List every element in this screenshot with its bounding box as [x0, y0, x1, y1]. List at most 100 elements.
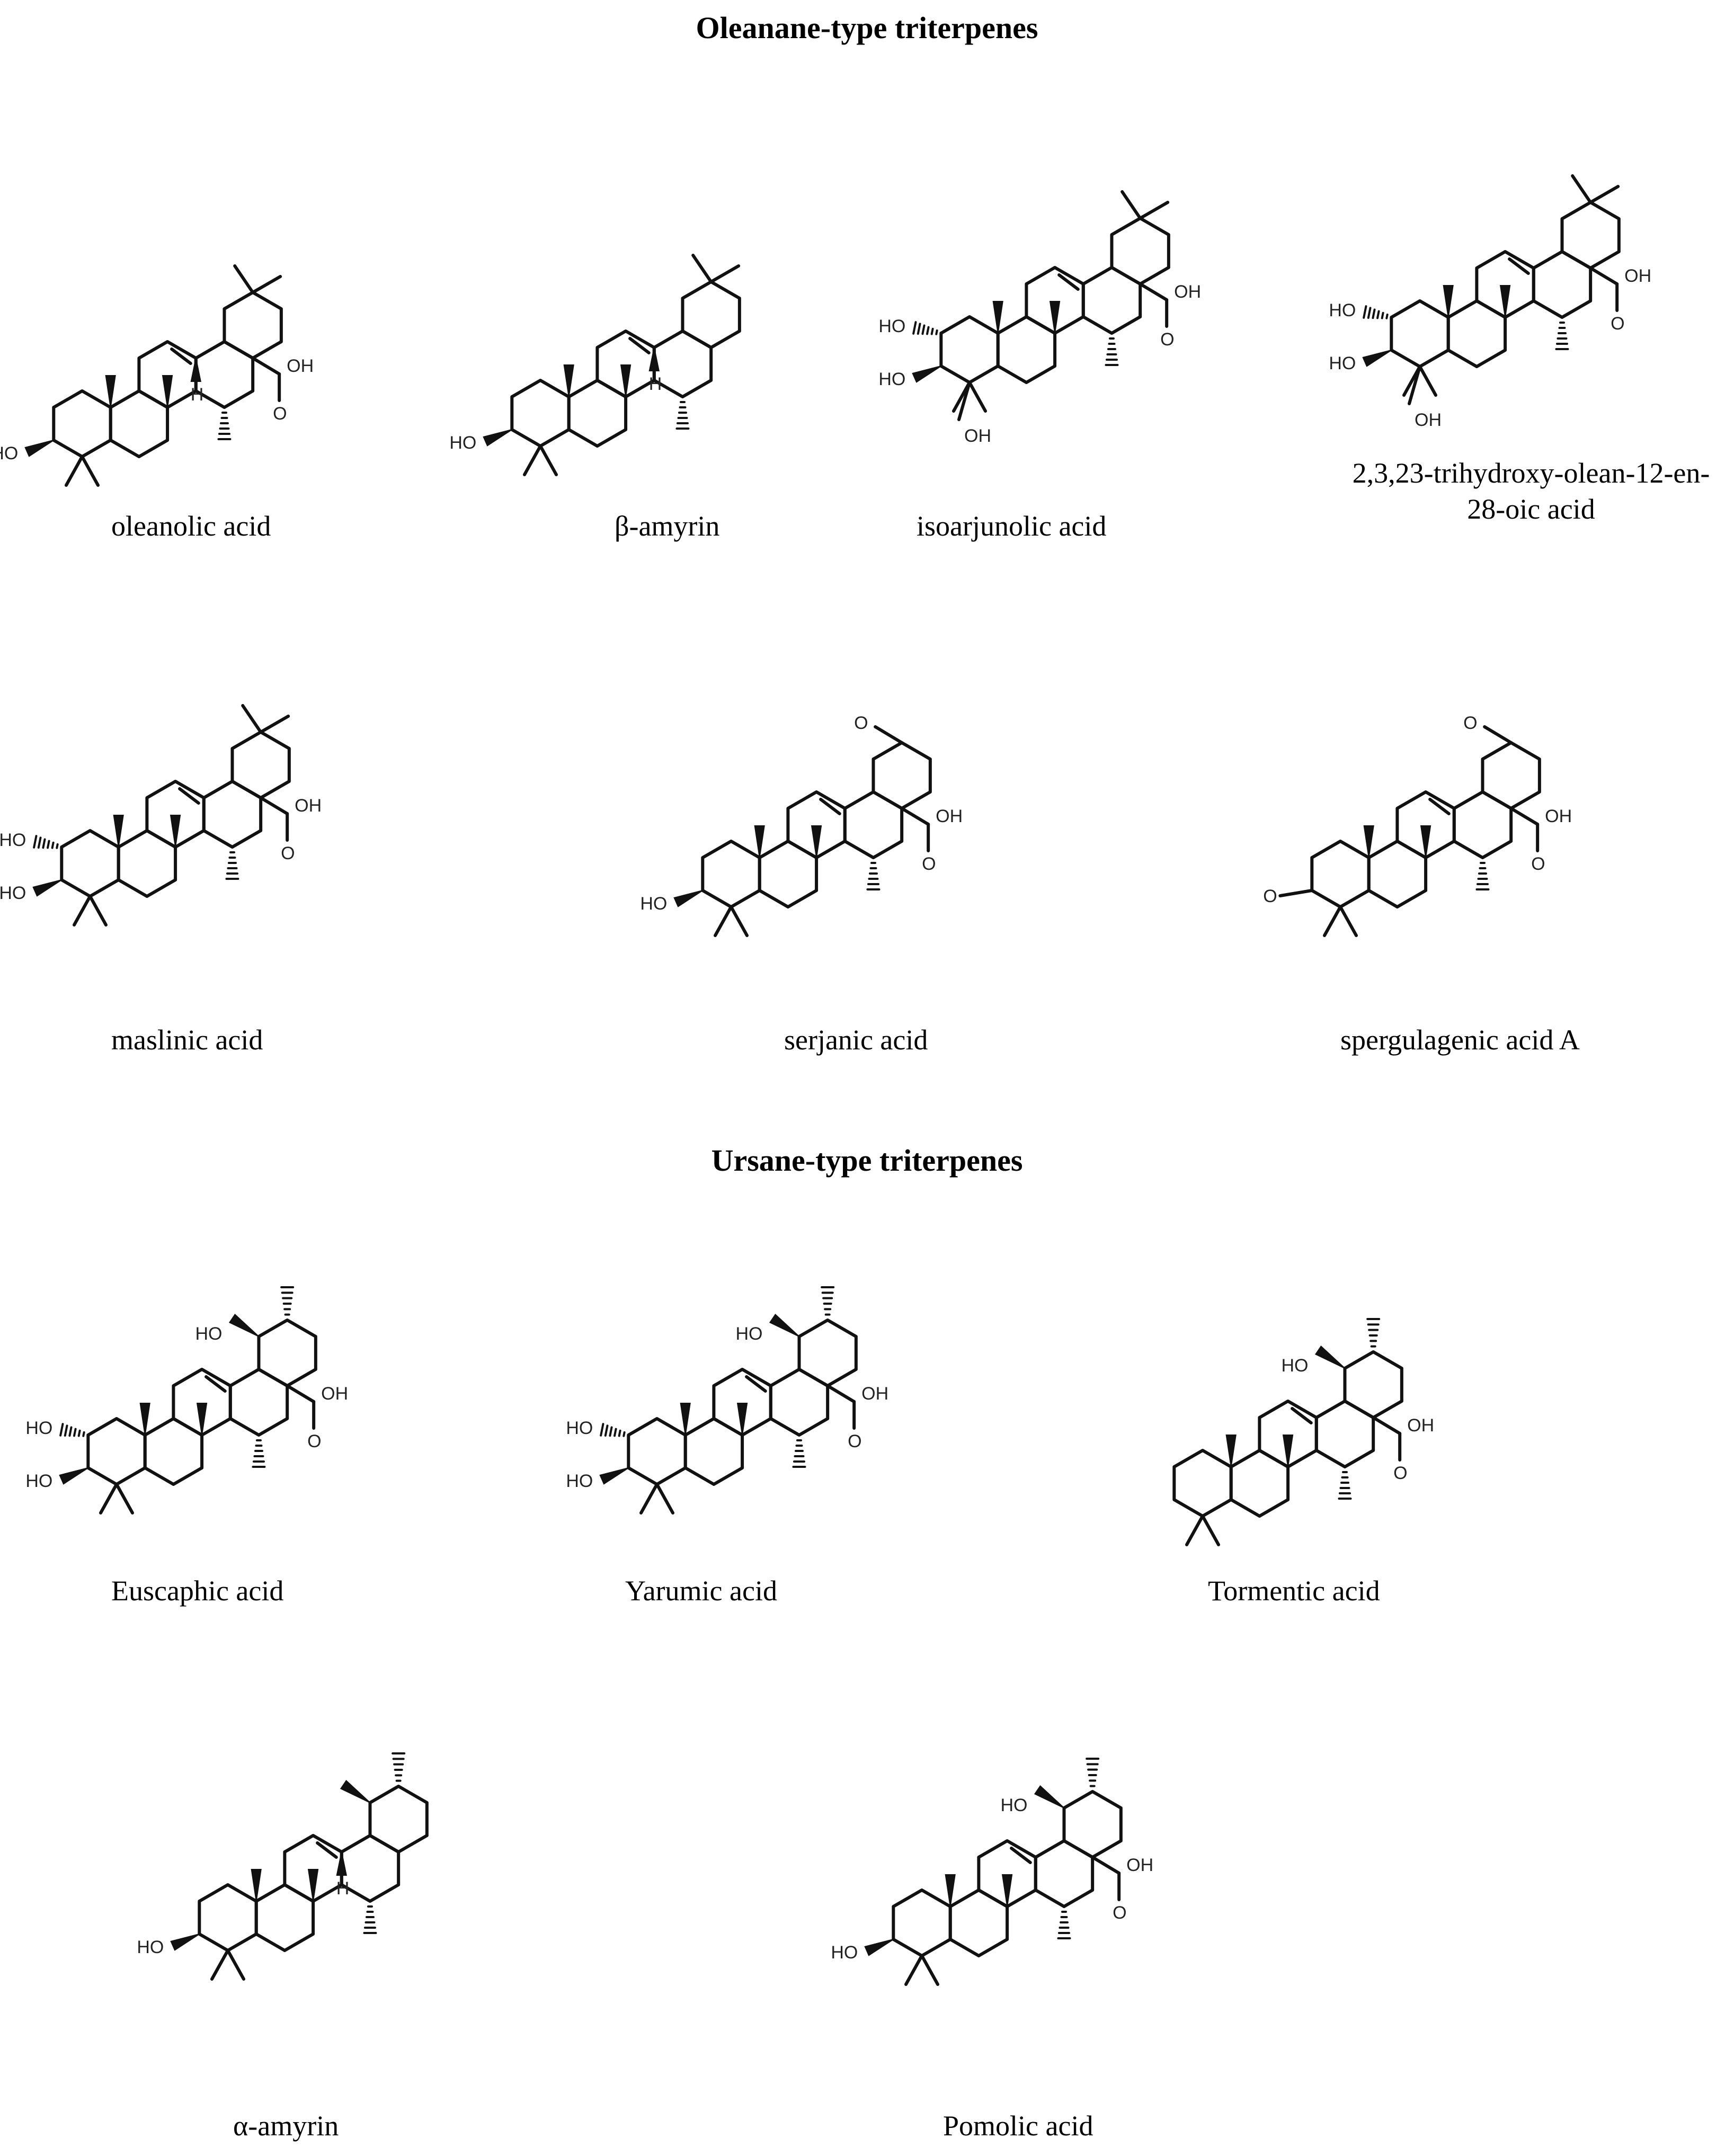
double-bond [170, 348, 192, 365]
ring-a [52, 389, 112, 458]
gem-methyl-bond [1339, 905, 1358, 937]
gem-methyl-bond [226, 1949, 245, 1981]
gem-methyl-bond [73, 895, 92, 926]
gem-methyl-bond [639, 1483, 659, 1514]
methyl-wedge [563, 364, 574, 397]
hydroxyl-label: HO [1281, 1356, 1308, 1376]
carboxyl-oh-label: OH [1174, 282, 1201, 302]
methyl-hash [1555, 322, 1569, 350]
compound-name: isoarjunolic acid [917, 510, 1107, 542]
methyl-hash [792, 1439, 806, 1468]
hydroxyl-wedge [170, 1934, 200, 1951]
methyl-wedge [811, 825, 822, 858]
carbonyl-o-label: O [1531, 854, 1545, 874]
compound-name: spergulagenic acid A [1340, 1024, 1580, 1056]
hydroxymethyl-bond [957, 381, 971, 421]
oxygen-label: O [854, 713, 868, 733]
methyl-wedge [754, 825, 765, 858]
hydroxyl-label: HO [25, 1418, 52, 1438]
hydroxyl-label: HO [831, 1943, 858, 1963]
gem-methyl-bond [904, 1954, 923, 1986]
compound-name: Euscaphic acid [111, 1575, 284, 1607]
ring-a [86, 1417, 147, 1486]
compound-name: 2,3,23-trihydroxy-olean-12-en-28-oic aci… [1352, 457, 1710, 525]
ring-a [1172, 1449, 1233, 1518]
carboxyl-bond [1091, 1856, 1121, 1875]
carbonyl-o-label: O [922, 854, 936, 874]
methyl-bond [259, 715, 290, 734]
carboxyl-bond [1139, 282, 1169, 301]
carboxyl-oh-label: OH [1624, 266, 1651, 286]
methyl-wedge [620, 364, 632, 397]
gem-methyl-bond [730, 905, 749, 937]
structure-drawing: HOH [449, 254, 741, 476]
hydrogen-wedge [336, 1851, 347, 1876]
hydroxyl-label: HO [1329, 300, 1356, 320]
gem-methyl-bond [65, 455, 84, 487]
methyl-hash [821, 1286, 835, 1316]
ring-e [681, 280, 741, 349]
carbonyl-o-label: O [1393, 1463, 1407, 1483]
oleanane-section-title: Oleanane-type triterpenes [696, 11, 1038, 45]
hydroxyl-hash [1363, 305, 1389, 319]
structure-drawing: HO OH O [1172, 1318, 1434, 1546]
methyl-hash [392, 1752, 406, 1782]
hydroxyl-hash [33, 835, 59, 849]
methyl-wedge [1420, 825, 1431, 858]
carbonyl-o-label: O [1160, 329, 1174, 350]
ring-a [701, 840, 761, 908]
methyl-wedge [228, 1314, 260, 1337]
gem-methyl-bond [1323, 905, 1342, 937]
double-bond [204, 1375, 227, 1393]
carboxyl-bond [286, 1384, 316, 1403]
gem-methyl-bond [920, 1954, 939, 1986]
carboxyl-bond [1372, 1416, 1402, 1435]
methyl-hash [1366, 1318, 1381, 1348]
carboxyl-oh-label: OH [861, 1384, 888, 1404]
ring-e [257, 1318, 317, 1387]
compound-name: Tormentic acid [1208, 1575, 1380, 1607]
ring-e [1110, 217, 1170, 286]
methyl-hash [280, 1286, 295, 1316]
methyl-hash [1338, 1471, 1352, 1500]
ring-a [939, 315, 1000, 384]
carboxyl-oh-label: OH [321, 1384, 348, 1404]
methyl-wedge [196, 1403, 208, 1436]
carboxyl-oh-label: OH [287, 356, 314, 376]
methyl-bond [251, 275, 282, 294]
carboxyl-oh-label: OH [1407, 1415, 1434, 1436]
methyl-wedge [113, 815, 124, 848]
methyl-wedge [1443, 285, 1454, 318]
hydroxyl-label: HO [735, 1324, 762, 1344]
hydroxyl-wedge [864, 1939, 894, 1956]
gem-methyl-bond [714, 905, 733, 937]
ester-bond [874, 725, 904, 744]
ring-e [368, 1785, 429, 1854]
carbonyl-o-label: O [281, 843, 295, 863]
hydroxyl-label: HO [0, 883, 26, 903]
hydroxyl-label: HO [1329, 353, 1356, 373]
compound-name: oleanolic acid [111, 510, 271, 542]
methyl-bond [1139, 201, 1170, 220]
gem-methyl-bond [968, 381, 987, 413]
gem-methyl-bond [81, 455, 100, 487]
hydroxyl-hash [912, 321, 938, 335]
carbonyl-o-label: O [307, 1431, 321, 1451]
methyl-wedge [162, 375, 173, 408]
hydrogen-wedge [190, 358, 201, 382]
carbonyl-o-label: O [273, 404, 287, 424]
hydroxyl-wedge [59, 1467, 88, 1485]
oxygen-label: O [1263, 886, 1277, 906]
compound-name: Pomolic acid [943, 2110, 1093, 2142]
methyl-wedge [945, 1874, 956, 1907]
hydroxyl-label: HO [640, 894, 667, 914]
methyl-hash [217, 412, 232, 440]
carboxyl-bond [1509, 807, 1540, 826]
